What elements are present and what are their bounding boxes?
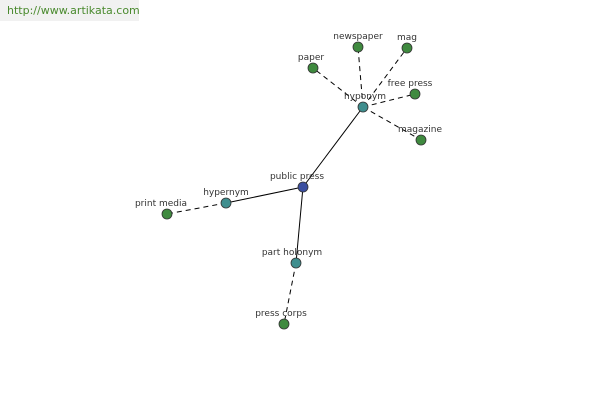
node-label-public-press[interactable]: public press bbox=[270, 172, 324, 182]
edge-hyponym-to-magazine bbox=[362, 106, 422, 141]
node-hypernym[interactable] bbox=[220, 197, 232, 209]
node-magazine[interactable] bbox=[415, 134, 427, 146]
node-newspaper[interactable] bbox=[352, 41, 364, 53]
edge-part-holonym-to-press-corps bbox=[283, 262, 297, 325]
node-label-press-corps[interactable]: press corps bbox=[255, 309, 307, 319]
edges-layer bbox=[166, 46, 422, 325]
edge-hyponym-to-mag bbox=[362, 47, 408, 108]
node-label-hyponym[interactable]: hyponym bbox=[344, 92, 386, 102]
node-public-press[interactable] bbox=[297, 181, 309, 193]
node-paper[interactable] bbox=[307, 62, 319, 74]
edge-hyponym-to-paper bbox=[312, 67, 364, 108]
node-label-paper[interactable]: paper bbox=[298, 53, 324, 63]
node-label-free-press[interactable]: free press bbox=[388, 79, 433, 89]
node-free-press[interactable] bbox=[409, 88, 421, 100]
edge-public-press-to-hypernym bbox=[225, 186, 304, 204]
node-label-print-media[interactable]: print media bbox=[135, 199, 187, 209]
node-hyponym[interactable] bbox=[357, 101, 369, 113]
site-watermark: http://www.artikata.com bbox=[0, 0, 140, 21]
node-mag[interactable] bbox=[401, 42, 413, 54]
node-part-holonym[interactable] bbox=[290, 257, 302, 269]
edge-hyponym-to-newspaper bbox=[357, 46, 364, 108]
node-press-corps[interactable] bbox=[278, 318, 290, 330]
nodes-layer bbox=[161, 41, 427, 330]
edge-public-press-to-hyponym bbox=[302, 106, 364, 188]
node-label-mag[interactable]: mag bbox=[397, 33, 417, 43]
node-print-media[interactable] bbox=[161, 208, 173, 220]
node-label-part-holonym[interactable]: part holonym bbox=[262, 248, 322, 258]
edge-public-press-to-part-holonym bbox=[295, 186, 304, 264]
node-label-magazine[interactable]: magazine bbox=[398, 125, 442, 135]
edge-hypernym-to-print-media bbox=[166, 202, 227, 215]
node-label-newspaper[interactable]: newspaper bbox=[333, 32, 383, 42]
node-label-hypernym[interactable]: hypernym bbox=[203, 188, 249, 198]
labels-layer: public press hyponym hypernym part holonym n… bbox=[135, 32, 442, 319]
